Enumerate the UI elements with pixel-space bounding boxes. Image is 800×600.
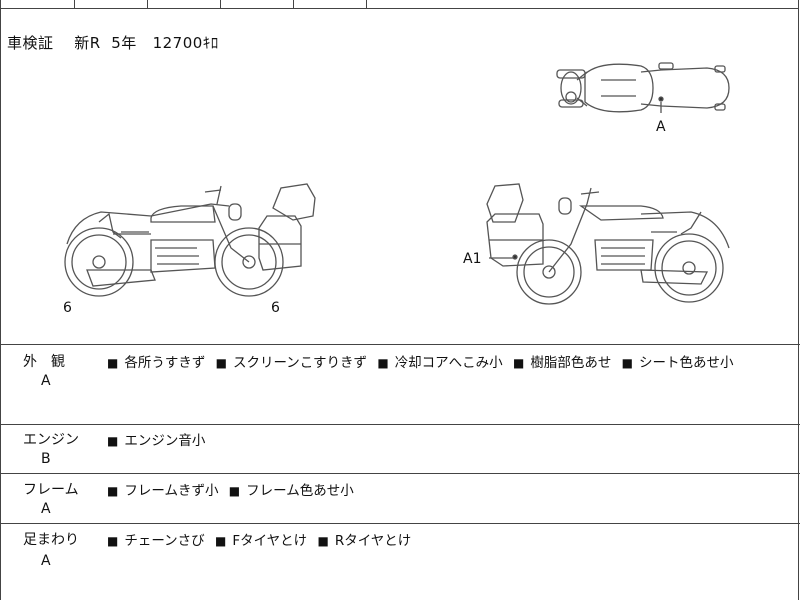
mark-label-top: A	[656, 119, 666, 135]
category-label: フレーム	[23, 482, 79, 498]
condition-items: ■ フレームきず小 ■ フレーム色あせ小	[107, 479, 360, 499]
mark-label-right: A1	[463, 251, 481, 267]
category-label: エンジン	[23, 432, 79, 448]
condition-row: 外 観 A ■ 各所うすきず ■ スクリーンこすりきず ■ 冷却コアへこみ小 ■ 樹脂部…	[1, 344, 800, 424]
bullet-icon: ■	[317, 534, 329, 548]
bullet-icon: ■	[214, 534, 227, 548]
condition-item: Rタイヤとけ	[334, 533, 412, 549]
grade-value: A	[41, 553, 51, 569]
bullet-icon: ■	[228, 484, 241, 498]
condition-item: スクリーンこすりきず	[232, 355, 368, 371]
mark-label-left-front: 6	[271, 300, 280, 316]
condition-item: エンジン音小	[124, 433, 206, 449]
grade-value: B	[41, 451, 51, 467]
condition-items: ■ エンジン音小	[107, 429, 211, 449]
condition-item: 樹脂部色あせ	[530, 355, 612, 371]
bullet-icon: ■	[621, 356, 633, 370]
top-view-drawing	[556, 62, 730, 113]
condition-item: フレームきず小	[124, 483, 219, 499]
bullet-icon: ■	[377, 356, 389, 370]
top-cell	[147, 0, 221, 8]
top-table-strip	[1, 0, 798, 9]
bullet-icon: ■	[215, 356, 227, 370]
bullet-icon: ■	[512, 356, 525, 370]
mark-label-left-rear: 6	[63, 300, 72, 316]
bullet-icon: ■	[107, 434, 119, 448]
condition-item: Fタイヤとけ	[232, 533, 308, 549]
top-cell	[293, 0, 367, 8]
right-side-drawing	[486, 183, 730, 305]
registration-info: 車検証 新R 5年 12700ｷﾛ	[7, 34, 219, 52]
condition-item: 各所うすきず	[124, 355, 206, 371]
top-cell	[1, 0, 75, 8]
condition-item: チェーンさび	[124, 533, 205, 549]
category-label: 外 観	[23, 354, 65, 370]
grade-value: A	[41, 501, 51, 517]
bullet-icon: ■	[107, 484, 119, 498]
bullet-icon: ■	[107, 356, 119, 370]
top-cell	[74, 0, 148, 8]
condition-items: ■ チェーンさび ■ Fタイヤとけ ■ Rタイヤとけ	[107, 529, 417, 549]
category-label: 足まわり	[23, 532, 79, 548]
condition-row: エンジン B ■ エンジン音小	[1, 424, 800, 473]
condition-items: ■ 各所うすきず ■ スクリーンこすりきず ■ 冷却コアへこみ小 ■ 樹脂部色あせ ■ シ…	[107, 351, 739, 371]
condition-row: 足まわり A ■ チェーンさび ■ Fタイヤとけ ■ Rタイヤとけ	[1, 523, 800, 600]
condition-item: 冷却コアへこみ小	[394, 355, 503, 371]
condition-item: フレーム色あせ小	[246, 483, 354, 499]
condition-row: フレーム A ■ フレームきず小 ■ フレーム色あせ小	[1, 473, 800, 523]
condition-item: シート色あせ小	[638, 355, 734, 371]
left-side-drawing	[64, 183, 316, 297]
motorcycle-diagram: A 6 6 A1	[63, 62, 730, 316]
bullet-icon: ■	[107, 534, 119, 548]
grade-value: A	[41, 373, 51, 389]
top-cell	[220, 0, 294, 8]
